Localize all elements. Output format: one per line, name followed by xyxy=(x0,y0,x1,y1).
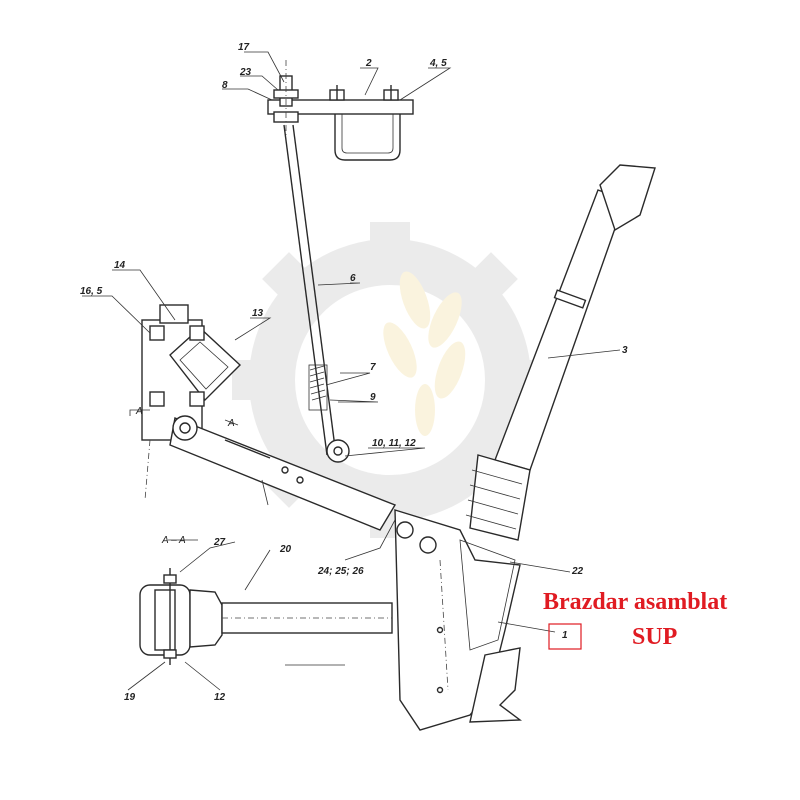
label-17: 17 xyxy=(238,42,250,53)
label-8: 8 xyxy=(222,80,228,91)
furrow-opener-body xyxy=(285,509,522,731)
section-a-a-detail xyxy=(139,568,393,665)
coulter-arm xyxy=(169,415,397,531)
tie-rod xyxy=(283,124,337,456)
leader-lines xyxy=(82,51,621,691)
label-14: 14 xyxy=(114,260,126,271)
label-24-25-26: 24; 25; 26 xyxy=(317,566,364,577)
label-13: 13 xyxy=(252,308,264,319)
label-2: 2 xyxy=(365,58,372,69)
label-12: 12 xyxy=(214,692,226,703)
label-10-11-12: 10, 11, 12 xyxy=(372,438,416,449)
label-1: 1 xyxy=(562,630,568,641)
caption-title: Brazdar asamblat xyxy=(543,589,727,615)
label-7: 7 xyxy=(370,362,376,373)
part-1-highlight-box xyxy=(548,623,582,650)
mounting-block xyxy=(141,304,242,501)
label-a-left: A xyxy=(135,406,143,417)
label-6: 6 xyxy=(350,273,356,284)
part-labels: 17 2 4, 5 23 8 14 16, 5 13 6 7 9 A A 10,… xyxy=(80,42,628,703)
label-a-right: A xyxy=(227,418,235,429)
label-19: 19 xyxy=(124,692,136,703)
label-3: 3 xyxy=(622,345,628,356)
label-23: 23 xyxy=(239,67,252,78)
label-section-a-a: A – A xyxy=(161,535,186,546)
label-20: 20 xyxy=(279,544,292,555)
seed-tube xyxy=(465,164,656,541)
caption-code: SUP xyxy=(632,624,677,650)
top-bracket-clamp xyxy=(267,60,414,161)
label-16-5: 16, 5 xyxy=(80,286,103,297)
label-4-5: 4, 5 xyxy=(429,58,447,69)
label-27: 27 xyxy=(213,537,226,548)
label-22: 22 xyxy=(571,566,584,577)
label-9: 9 xyxy=(370,392,376,403)
